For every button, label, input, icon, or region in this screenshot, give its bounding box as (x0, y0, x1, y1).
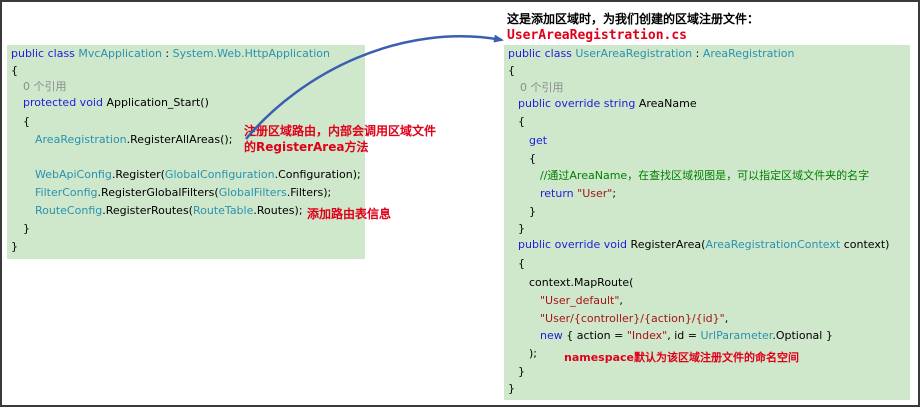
code-line-filter-config: FilterConfig.RegisterGlobalFilters(Globa… (35, 186, 331, 200)
register-areas-annotation: 注册区域路由，内部会调用区域文件 的RegisterArea方法 (244, 123, 494, 155)
code-line-brace: { (23, 115, 30, 128)
code-line-brace: { (518, 257, 525, 270)
code-text: .Configuration); (274, 168, 361, 181)
string-literal: "User/{controller}/{action}/{id}" (540, 312, 725, 325)
code-text: context) (840, 238, 890, 251)
code-text: { action = (562, 329, 627, 342)
string-literal: "User_default" (540, 294, 620, 307)
punctuation: : (692, 47, 703, 60)
type-name: UserAreaRegistration (575, 47, 693, 60)
namespace-annotation: namespace默认为该区域注册文件的命名空间 (564, 351, 800, 364)
type-name: RouteTable (192, 204, 254, 217)
keyword: public class (11, 47, 75, 60)
code-text: .Register( (111, 168, 165, 181)
keyword: return (540, 187, 574, 200)
string-literal: "Index" (626, 329, 668, 342)
code-line-route-config: RouteConfig.RegisterRoutes(RouteTable.Ro… (35, 204, 303, 218)
code-line-route-url: "User/{controller}/{action}/{id}", (540, 312, 728, 326)
type-name: FilterConfig (35, 186, 98, 199)
base-type-name: AreaRegistration (702, 47, 795, 60)
code-line-close-paren: ); (529, 347, 537, 360)
type-name: GlobalFilters (218, 186, 287, 199)
type-name: MvcApplication (78, 47, 162, 60)
code-line-webapi-config: WebApiConfig.Register(GlobalConfiguratio… (35, 168, 361, 182)
code-line-brace: { (529, 152, 536, 165)
property-name: AreaName (635, 97, 697, 110)
registration-file-caption: 这是添加区域时，为我们创建的区域注册文件： (507, 12, 760, 26)
punctuation: , (724, 312, 729, 325)
code-text: .RegisterRoutes( (102, 204, 193, 217)
code-line-brace: { (518, 115, 525, 128)
code-line-brace: } (11, 240, 18, 253)
string-literal: "User" (577, 187, 613, 200)
code-line-route-defaults: new { action = "Index", id = UrlParamete… (540, 329, 833, 343)
keyword: protected void (23, 96, 103, 109)
code-line-method-declaration: protected void Application_Start() (23, 96, 209, 110)
code-line-getter: get (529, 134, 548, 147)
code-line-brace: } (23, 222, 30, 235)
keyword: new (540, 329, 563, 342)
code-line-brace: } (518, 365, 525, 378)
route-table-annotation: 添加路由表信息 (307, 207, 392, 221)
reference-count[interactable]: 0 个引用 (23, 80, 67, 93)
code-line-route-name: "User_default", (540, 294, 623, 308)
code-text: .Routes); (253, 204, 303, 217)
code-line-brace: } (508, 382, 515, 395)
code-text: .RegisterGlobalFilters( (97, 186, 219, 199)
punctuation: , (619, 294, 623, 307)
code-text: , id = (667, 329, 701, 342)
type-name: AreaRegistrationContext (705, 238, 841, 251)
type-name: GlobalConfiguration (164, 168, 275, 181)
code-line-map-route: context.MapRoute( (529, 276, 634, 289)
code-line-class-declaration: public class UserAreaRegistration : Area… (508, 47, 795, 61)
keyword: public override void (518, 238, 628, 251)
base-type-name: System.Web.HttpApplication (172, 47, 330, 60)
reference-count[interactable]: 0 个引用 (520, 81, 564, 94)
global-asax-code-panel: public class MvcApplication : System.Web… (7, 45, 365, 259)
keyword: public override string (518, 97, 636, 110)
code-line-return: return "User"; (540, 187, 616, 201)
code-text: .Filters); (286, 186, 332, 199)
annotation-line: 注册区域路由，内部会调用区域文件 (244, 124, 437, 138)
code-text: .RegisterAllAreas(); (126, 133, 233, 146)
annotation-line: 的RegisterArea方法 (244, 140, 369, 154)
type-name: UrlParameter (700, 329, 773, 342)
code-line-register-all-areas: AreaRegistration.RegisterAllAreas(); (35, 133, 232, 147)
method-name: Application_Start() (102, 96, 209, 109)
method-name: RegisterArea( (627, 238, 706, 251)
code-line-brace: { (508, 64, 515, 77)
registration-file-name: UserAreaRegistration.cs (507, 28, 688, 43)
type-name: WebApiConfig (35, 168, 112, 181)
code-line-brace: } (529, 205, 536, 218)
keyword: public class (508, 47, 572, 60)
type-name: RouteConfig (35, 204, 103, 217)
code-line-register-area-method: public override void RegisterArea(AreaRe… (518, 238, 889, 252)
code-line-area-name-property: public override string AreaName (518, 97, 697, 111)
area-registration-code-panel: public class UserAreaRegistration : Area… (504, 45, 910, 400)
type-name: AreaRegistration (35, 133, 127, 146)
punctuation: : (161, 47, 173, 60)
code-line-class-declaration: public class MvcApplication : System.Web… (11, 47, 330, 61)
code-line-brace: } (518, 222, 525, 235)
punctuation: ; (612, 187, 617, 200)
code-comment: //通过AreaName，在查找区域视图是，可以指定区域文件夹的名字 (540, 169, 870, 182)
code-text: .Optional } (772, 329, 833, 342)
code-line-brace: { (11, 64, 18, 77)
